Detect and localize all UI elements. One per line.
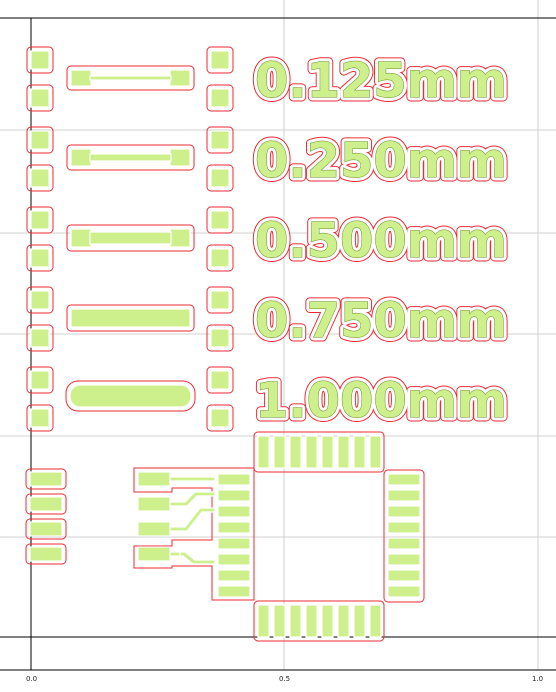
- svg-text:0.125mm: 0.125mm: [255, 53, 507, 109]
- label-0-750mm: 0.750mm: [255, 293, 507, 349]
- connector-pads-left: [25, 468, 67, 565]
- trace-row-3: [66, 224, 195, 252]
- qfn-right-pads: [383, 469, 425, 603]
- right-pads: [206, 46, 234, 432]
- trace-row-1: [66, 65, 195, 91]
- svg-text:0.500mm: 0.500mm: [255, 213, 507, 269]
- svg-text:0.250mm: 0.250mm: [255, 133, 507, 189]
- svg-text:0.750mm: 0.750mm: [255, 293, 507, 349]
- trace-row-5: [65, 380, 196, 412]
- label-0-500mm: 0.500mm: [255, 213, 507, 269]
- svg-text:1.000mm: 1.000mm: [255, 373, 507, 429]
- qfn-bottom-pads: [253, 600, 385, 642]
- svg-text:0.500mm: 0.500mm: [255, 213, 507, 269]
- svg-text:0.750mm: 0.750mm: [255, 293, 507, 349]
- fanout-traces: [133, 467, 255, 601]
- label-row-5: 1.000mm 1.000mm 1.000mm: [251, 369, 512, 434]
- label-row-2: 0.250mm 0.250mm 0.250mm: [251, 129, 512, 194]
- label-0-250mm: 0.250mm: [255, 133, 507, 189]
- qfn-left-pads: [217, 473, 251, 598]
- label-row-4: 0.750mm 0.750mm 0.750mm: [251, 289, 512, 354]
- svg-text:1.000mm: 1.000mm: [255, 373, 507, 429]
- trace-row-2: [66, 144, 195, 171]
- svg-text:0.125mm: 0.125mm: [255, 53, 507, 109]
- tick-label-2: 1.0: [532, 675, 543, 683]
- trace-row-4: [66, 304, 195, 332]
- left-pads: [26, 46, 54, 432]
- label-0-125mm: 0.125mm: [255, 53, 507, 109]
- label-1-000mm: 1.000mm: [255, 373, 507, 429]
- label-row-3: 0.500mm 0.500mm 0.500mm: [251, 209, 512, 274]
- label-row-1: 0.125mm 0.125mm 0.125mm: [251, 49, 512, 114]
- tick-label-1: 0.5: [279, 675, 290, 683]
- qfn-top-pads: [253, 431, 385, 473]
- tick-label-0: 0.0: [26, 675, 37, 683]
- svg-text:0.250mm: 0.250mm: [255, 133, 507, 189]
